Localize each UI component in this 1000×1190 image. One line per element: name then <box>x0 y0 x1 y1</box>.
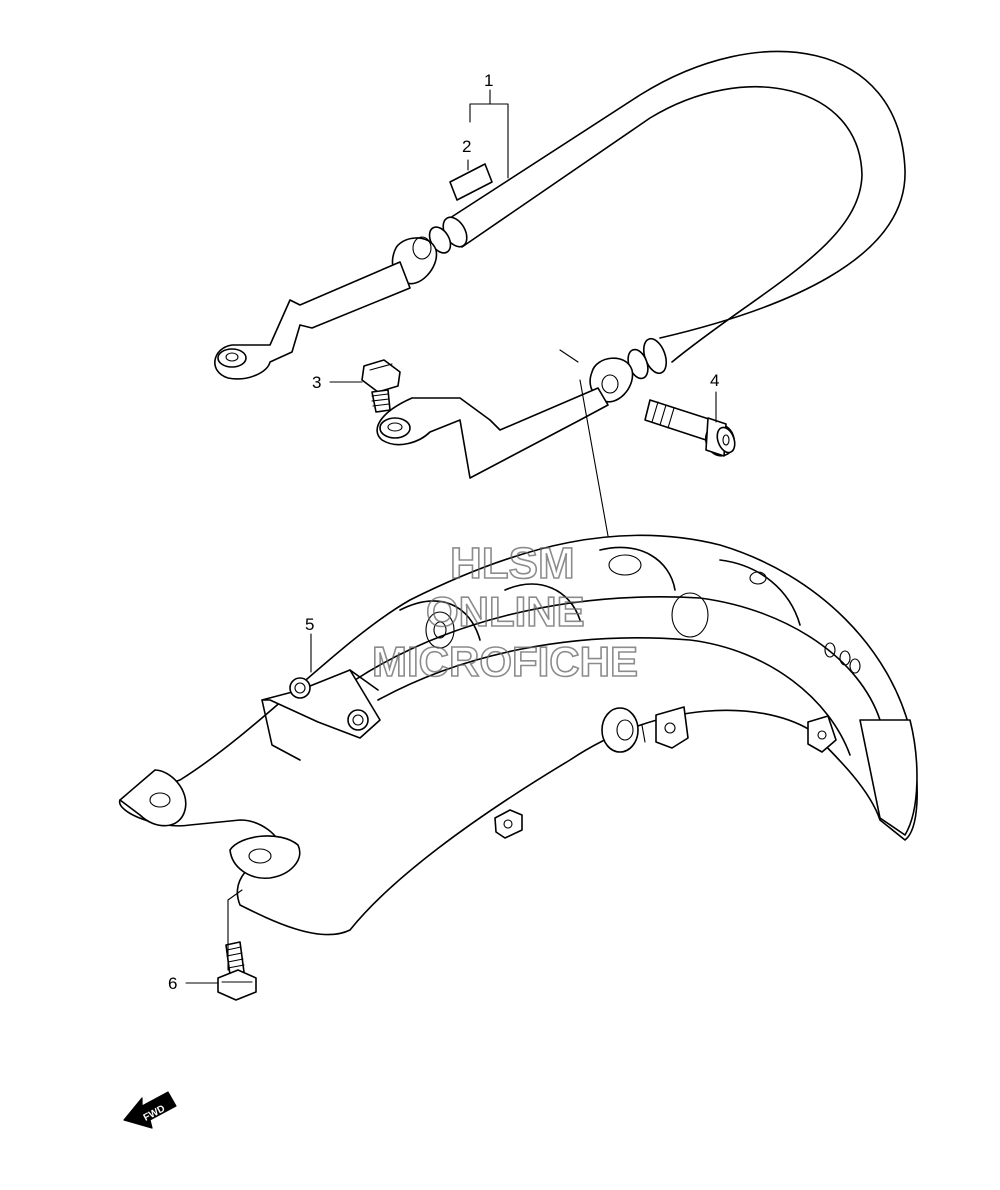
rear-fender[interactable] <box>119 534 918 936</box>
rail-cushion[interactable] <box>449 163 493 201</box>
callout-3: 3 <box>312 373 321 392</box>
bolt-4[interactable] <box>644 399 739 460</box>
callout-leaders <box>185 89 717 984</box>
callout-6: 6 <box>168 974 177 993</box>
callout-4: 4 <box>710 371 719 390</box>
grab-rail[interactable] <box>214 50 906 743</box>
watermark-line1: HLSM <box>450 539 575 588</box>
fwd-arrow-icon: FWD <box>123 1091 177 1129</box>
callout-1: 1 <box>484 71 493 90</box>
bolt-6[interactable] <box>217 941 257 1001</box>
bolt-3[interactable] <box>361 359 401 413</box>
watermark-line2: ONLINE <box>426 588 585 635</box>
callout-5: 5 <box>305 615 314 634</box>
watermark-line3: MICROFICHE <box>372 638 638 685</box>
callout-2: 2 <box>462 137 471 156</box>
